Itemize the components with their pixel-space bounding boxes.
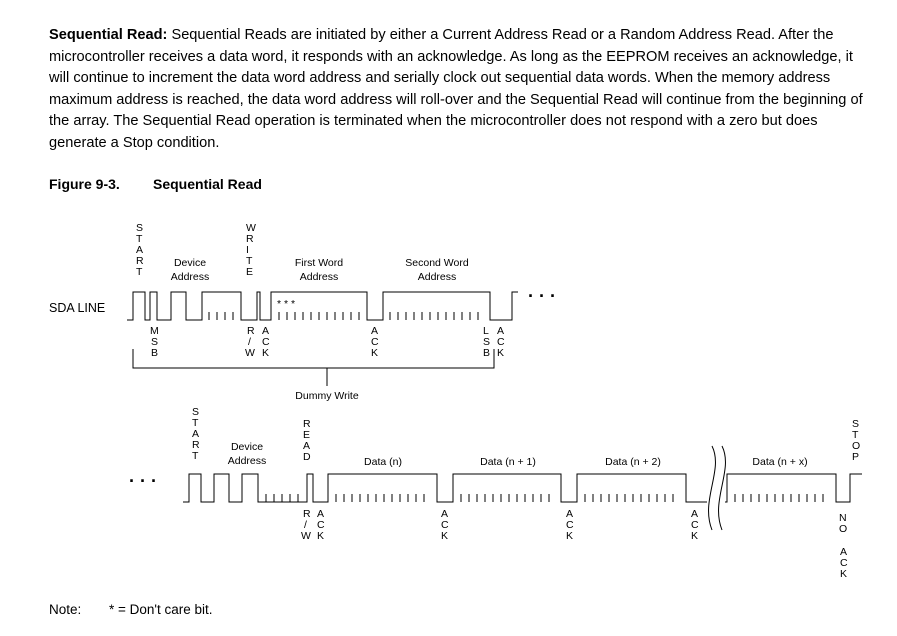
data-nx-label: Data (n + x) [752, 456, 807, 468]
bottom-device-address-line2: Address [228, 455, 267, 467]
bottom-rw-label: R/W [301, 508, 311, 542]
top-sda-waveform [127, 291, 518, 321]
note: Note: * = Don't care bit. [49, 602, 213, 617]
top-ellipsis: · · · [528, 286, 556, 306]
break-symbol [708, 445, 726, 531]
paragraph-title: Sequential Read: [49, 27, 168, 43]
top-bit-ticks [208, 312, 479, 320]
figure-number: Figure 9-3. [49, 176, 120, 192]
note-text: * = Don't care bit. [109, 602, 213, 617]
bottom-sda-waveform-tail [725, 473, 862, 503]
dummy-write-bracket [132, 349, 495, 386]
data-n2-label: Data (n + 2) [605, 456, 661, 468]
sda-line-label: SDA LINE [49, 301, 105, 315]
first-word-address-line1: First Word [295, 257, 343, 269]
paragraph-body: Sequential Reads are initiated by either… [49, 27, 863, 151]
sequential-read-paragraph: Sequential Read: Sequential Reads are in… [49, 25, 874, 154]
second-word-address-line1: Second Word [405, 257, 469, 269]
bottom-bit-ticks [265, 494, 824, 502]
dummy-write-label: Dummy Write [295, 390, 359, 402]
dont-care-bits: * * * [277, 298, 295, 310]
bottom-ellipsis: · · · [129, 471, 157, 491]
data-n-label: Data (n) [364, 456, 402, 468]
figure-title: Sequential Read [153, 176, 262, 192]
top-device-address-line1: Device [174, 257, 206, 269]
note-label: Note: [49, 602, 82, 617]
second-word-address-line2: Address [418, 271, 457, 283]
bottom-device-address-line1: Device [231, 441, 263, 453]
top-device-address-line2: Address [171, 271, 210, 283]
data-n1-label: Data (n + 1) [480, 456, 536, 468]
first-word-address-line2: Address [300, 271, 339, 283]
figure-caption: Figure 9-3. Sequential Read [49, 176, 262, 192]
top-rw-label: R/W [245, 325, 255, 359]
bottom-sda-waveform [183, 473, 707, 503]
